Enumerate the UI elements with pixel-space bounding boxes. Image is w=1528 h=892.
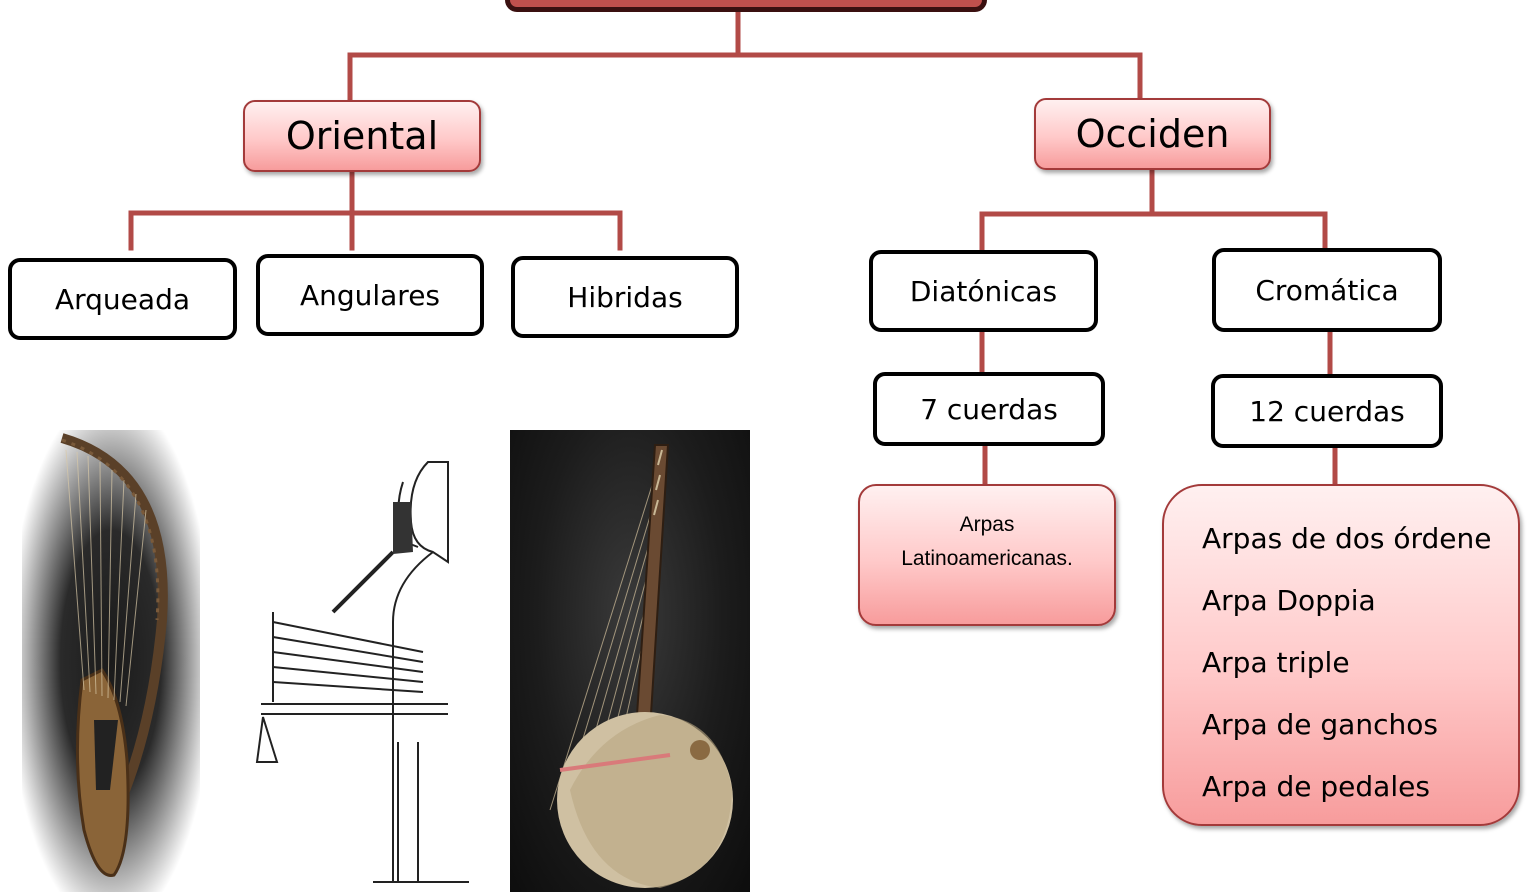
latin-harps-node: Arpas Latinoamericanas. <box>858 484 1116 626</box>
chromatic-harp-item: Arpa triple <box>1202 646 1350 679</box>
arqueada-label: Arqueada <box>54 282 190 316</box>
hibridas-node: Hibridas <box>511 256 739 338</box>
cromatica-node: Cromática <box>1212 248 1442 332</box>
chromatic-harp-item: Arpa de pedales <box>1202 770 1430 803</box>
hibridas-label: Hibridas <box>567 280 683 314</box>
diatonicas-node: Diatónicas <box>869 250 1098 332</box>
latin-harps-line1: Arpas <box>959 513 1015 536</box>
root-node <box>505 0 987 12</box>
seven-strings-label: 7 cuerdas <box>920 392 1058 426</box>
hybrid-harp-image <box>510 430 750 892</box>
chromatic-harp-item: Arpa de ganchos <box>1202 708 1438 741</box>
angulares-label: Angulares <box>299 278 441 312</box>
seven-strings-node: 7 cuerdas <box>873 372 1105 446</box>
occidental-node: Occiden <box>1034 98 1271 170</box>
angular-harp-image <box>243 442 469 892</box>
angulares-node: Angulares <box>256 254 484 336</box>
twelve-strings-label: 12 cuerdas <box>1249 394 1405 428</box>
twelve-strings-node: 12 cuerdas <box>1211 374 1443 448</box>
arqueada-node: Arqueada <box>8 258 237 340</box>
cromatica-label: Cromática <box>1255 273 1399 307</box>
chromatic-harp-item: Arpas de dos órdene <box>1202 522 1492 555</box>
diatonicas-label: Diatónicas <box>909 274 1058 308</box>
arched-harp-image <box>22 430 200 892</box>
oriental-node: Oriental <box>243 100 481 172</box>
occidental-label: Occiden <box>1075 112 1230 156</box>
oriental-label: Oriental <box>285 114 439 158</box>
chromatic-harp-item: Arpa Doppia <box>1202 584 1376 617</box>
chromatic-harps-list: Arpas de dos órdene Arpa Doppia Arpa tri… <box>1162 484 1520 826</box>
latin-harps-line2: Latinoamericanas. <box>901 547 1073 570</box>
